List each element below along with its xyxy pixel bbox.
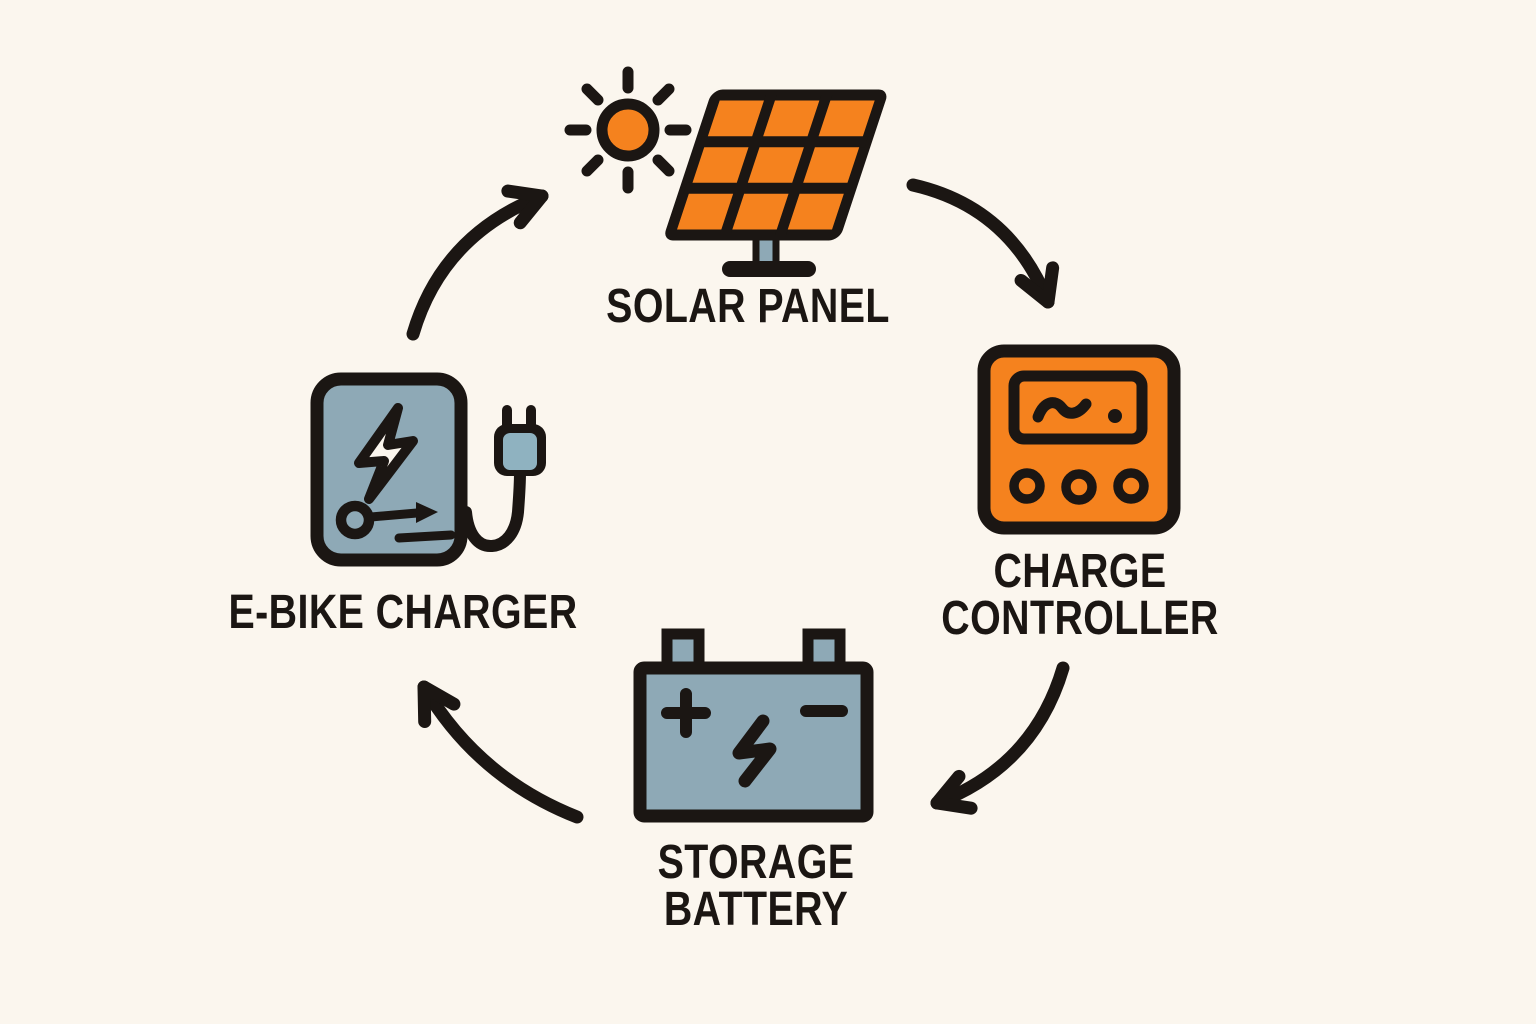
ebike-charger-icon [310, 372, 546, 567]
charger-cord [460, 466, 526, 552]
storage-battery-icon [633, 628, 874, 823]
charger-underline [394, 530, 456, 543]
controller-knob-2 [1061, 469, 1097, 505]
charger-bolt-icon [354, 403, 418, 504]
ebike-charger-label-text: E-BIKE CHARGER [228, 586, 578, 639]
solar-panel-icon [665, 89, 887, 277]
controller-knob-1 [1009, 468, 1045, 504]
charge-controller-label-line2: CONTROLLER [941, 592, 1219, 645]
arrow-ebike-to-solar [406, 184, 549, 341]
storage-battery-label-line2: BATTERY [663, 883, 849, 936]
solar-panel-label: SOLAR PANEL [606, 280, 890, 333]
controller-dot [1108, 409, 1122, 423]
charger-cable-line [366, 508, 422, 522]
charge-controller-icon [977, 344, 1181, 535]
arrow-solar-to-controller [906, 178, 1060, 309]
solar-panel-label-text: SOLAR PANEL [606, 280, 890, 333]
sun-icon [564, 66, 692, 194]
plug-icon [494, 405, 546, 476]
charge-controller-label: CHARGE CONTROLLER [941, 545, 1219, 645]
storage-battery-label-line1: STORAGE [657, 836, 855, 889]
arrow-controller-to-battery [930, 661, 1070, 815]
battery-plus-sign [661, 688, 711, 738]
ebike-charger-label: E-BIKE CHARGER [228, 586, 578, 639]
arrow-battery-to-ebike [417, 680, 584, 824]
panel-base [722, 261, 816, 277]
controller-wave [1032, 397, 1092, 423]
plug-face [503, 433, 537, 470]
charger-cable-arrowhead [416, 502, 438, 523]
charge-controller-label-line1: CHARGE [993, 545, 1167, 598]
storage-battery-label: STORAGE BATTERY [657, 836, 855, 936]
battery-bolt-icon [732, 714, 777, 788]
controller-knob-3 [1113, 468, 1149, 504]
